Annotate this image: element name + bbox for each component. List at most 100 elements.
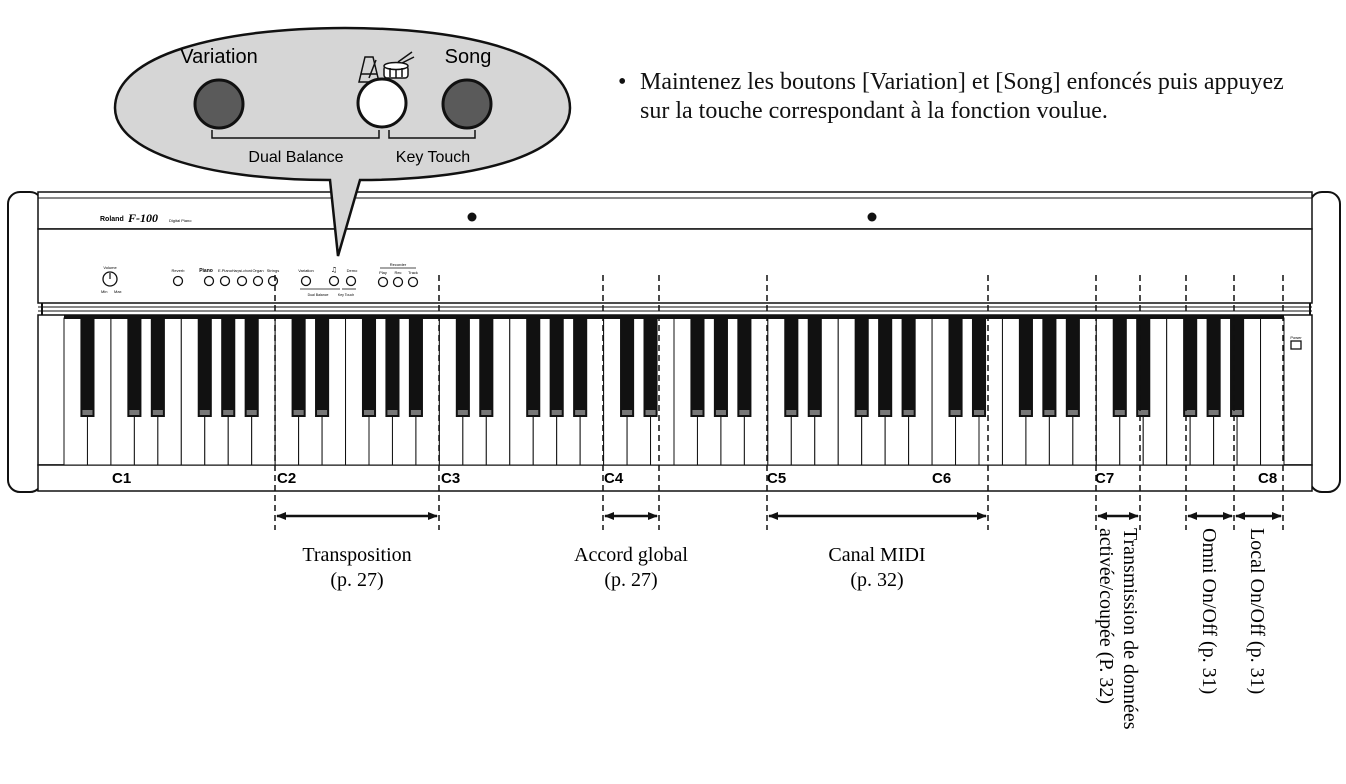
black-key[interactable] [408,318,423,417]
black-key[interactable] [901,318,916,417]
black-key[interactable] [878,318,893,417]
black-key[interactable] [455,318,470,417]
recorder-rec-label: Rec [394,270,401,275]
black-key-highlight [1020,410,1031,415]
black-key[interactable] [221,318,236,417]
black-key[interactable] [784,318,799,417]
black-key[interactable] [291,318,306,417]
black-key[interactable] [150,318,165,417]
black-key-highlight [880,410,891,415]
black-key[interactable] [127,318,142,417]
label-transmission-line2: activée/coupée (P. 32) [1095,528,1117,704]
recorder-label: Recorder [390,262,407,267]
black-key-highlight [152,410,163,415]
panel-metronome-button[interactable] [328,275,340,287]
power-label: Power [1290,335,1302,340]
black-key[interactable] [549,318,564,417]
black-key[interactable] [1206,318,1221,417]
black-key[interactable] [197,318,212,417]
black-key[interactable] [1183,318,1198,417]
callout-metronome-button[interactable] [356,77,408,129]
white-key[interactable] [1260,317,1285,466]
black-key[interactable] [479,318,494,417]
recorder-track-button[interactable] [407,276,419,288]
tone-label-piano: Piano [199,268,213,274]
black-key-highlight [575,410,586,415]
callout-song-button[interactable] [441,78,493,130]
tone-button-organ[interactable] [252,275,264,287]
label-transmission-line1: Transmission de données [1119,528,1141,730]
recorder-play-button[interactable] [377,276,389,288]
model-logo: F-100 [127,211,158,225]
tone-button-epiano[interactable] [219,275,231,287]
black-key[interactable] [1065,318,1080,417]
tone-button-harpsichord[interactable] [236,275,248,287]
black-key-highlight [1208,410,1219,415]
octave-label-c7: C7 [1095,470,1114,487]
callout-variation-button[interactable] [193,78,245,130]
black-key[interactable] [807,318,822,417]
recorder-rec-button[interactable] [392,276,404,288]
black-key-highlight [129,410,140,415]
black-key[interactable] [385,318,400,417]
volume-min-label: Min [101,289,107,294]
black-key[interactable] [971,318,987,417]
tone-button-strings[interactable] [267,275,279,287]
octave-label-c4: C4 [604,470,624,487]
panel-song-button[interactable] [345,275,357,287]
black-key-highlight [246,410,257,415]
black-key-highlight [457,410,468,415]
black-key[interactable] [1018,318,1033,417]
reverb-label: Reverb [172,268,186,273]
black-key-highlight [645,410,656,415]
black-key[interactable] [573,318,588,417]
panel-demo-label: Demo [347,268,358,273]
octave-labels: C1 C2 C3 C4 C5 C6 C7 C8 [112,470,1277,487]
black-key-highlight [973,410,985,415]
black-key-highlight [528,410,539,415]
label-omni: Omni On/Off (p. 31) [1198,528,1220,694]
black-key[interactable] [1112,318,1127,417]
label-accord-global-page: (p. 27) [604,569,657,591]
callout-song-label: Song [445,46,492,68]
black-key-highlight [293,410,304,415]
instruction-bullet: • [618,69,627,95]
black-key[interactable] [1042,318,1057,417]
black-key-highlight [786,410,797,415]
panel-variation-button[interactable] [300,275,312,287]
brand-logo: Roland [100,216,124,223]
octave-label-c5: C5 [767,470,786,487]
black-key[interactable] [361,318,377,417]
black-key[interactable] [315,318,330,417]
octave-label-c1: C1 [112,470,131,487]
black-key[interactable] [80,318,95,417]
panel-dual-balance-label: Dual Balance [308,293,329,297]
black-key-highlight [223,410,234,415]
black-key[interactable] [620,318,635,417]
reverb-button[interactable] [172,275,184,287]
callout-variation-label: Variation [180,46,257,68]
black-key-highlight [856,410,867,415]
black-key[interactable] [713,318,728,417]
key-rail [64,315,1284,319]
black-key[interactable] [948,318,963,417]
range-markers [274,275,1284,530]
black-key[interactable] [643,318,658,417]
volume-max-label: Max [114,289,122,294]
black-key[interactable] [1136,318,1151,417]
panel-variation-label: Variation [298,268,314,273]
black-key[interactable] [854,318,869,417]
power-switch[interactable] [1290,340,1302,350]
label-local: Local On/Off (p. 31) [1246,528,1268,694]
black-key-highlight [1044,410,1055,415]
recorder-track-label: Track [408,270,418,275]
tone-button-piano[interactable] [203,275,215,287]
black-key[interactable] [526,318,541,417]
black-key[interactable] [690,318,705,417]
black-key[interactable] [1230,318,1245,417]
black-key[interactable] [737,318,752,417]
octave-label-c3: C3 [441,470,460,487]
label-transposition-page: (p. 27) [330,569,383,591]
lid-screw [467,212,477,222]
black-key[interactable] [244,318,259,417]
